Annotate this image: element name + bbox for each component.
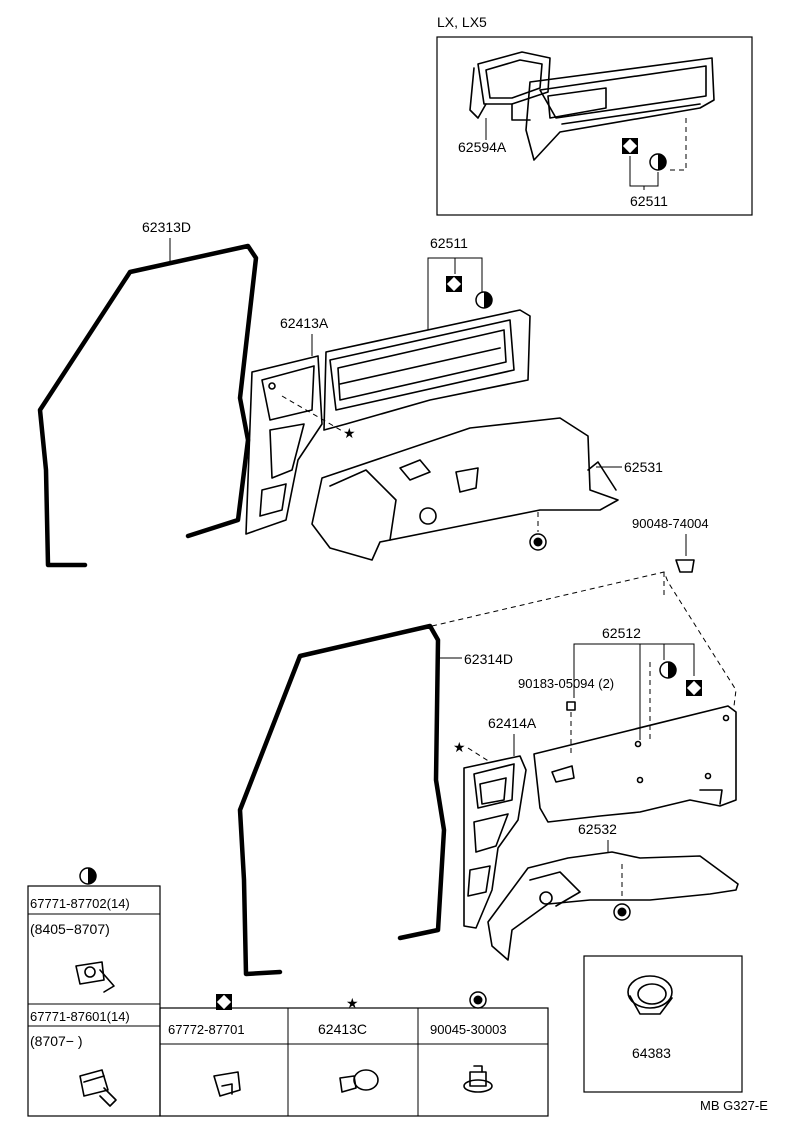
weatherstrip-62313d [37, 243, 259, 568]
bracket-62512 [573, 643, 695, 698]
inset-dash-leader [668, 118, 687, 171]
clip-90183 [566, 701, 576, 711]
pillar-trim-62413a [245, 355, 323, 535]
dash-outline-lower [431, 571, 737, 707]
star-symbol-upper: ★ [343, 425, 356, 441]
clip-67772-87701-icon [213, 1071, 241, 1097]
half-circle-symbol [649, 153, 667, 171]
wheelhouse-trim-62531 [311, 417, 619, 561]
inset-frame [436, 36, 753, 216]
diamond-square-symbol-3 [686, 680, 702, 696]
trim-panel-62511 [323, 309, 531, 431]
legend-star-part: 62413C [318, 1021, 367, 1037]
label-62313d: 62313D [142, 219, 191, 235]
half-circle-symbol-2 [475, 291, 493, 309]
label-62314d: 62314D [464, 651, 513, 667]
star-leader-upper [281, 395, 345, 433]
diamond-square-symbol [622, 138, 638, 154]
wheelhouse-trim-62532 [487, 851, 739, 961]
diamond-square-symbol-2 [446, 276, 462, 292]
label-62511: 62511 [430, 235, 468, 251]
label-62512: 62512 [602, 625, 641, 641]
legend-table: 67771-87702(14) (8405−8707) 67771-87601(… [27, 867, 549, 1117]
clip-62413c-icon [339, 1069, 379, 1093]
label-64383: 64383 [632, 1045, 671, 1061]
legend-diamond-part: 67772-87701 [168, 1022, 245, 1037]
legend-halfcircle-part-2: 67771-87601(14) [30, 1009, 130, 1024]
star-symbol-lower: ★ [453, 739, 466, 755]
legend-halfcircle-date-2: (8707− ) [30, 1033, 83, 1049]
label-62532: 62532 [578, 821, 617, 837]
clip-67771-87601-icon [79, 1069, 117, 1107]
grommet-box: 64383 [583, 955, 743, 1093]
target-symbol-upper [529, 533, 547, 551]
pillar-trim-62414a [463, 755, 527, 929]
inset-label-62594a: 62594A [458, 139, 507, 155]
inset-label-62511: 62511 [630, 193, 668, 209]
trim-panel-62512 [533, 705, 737, 823]
legend-halfcircle-date-1: (8405−8707) [30, 921, 110, 937]
vent-duct-62594a [469, 51, 551, 121]
clip-90045-30003-icon [463, 1065, 493, 1093]
inset-lx-lx5: LX, LX5 62594A 62511 [436, 14, 753, 216]
target-symbol-lower [613, 903, 631, 921]
legend-halfcircle-part-1: 67771-87702(14) [30, 896, 130, 911]
clip-90048 [675, 559, 695, 573]
weatherstrip-62314d [237, 623, 447, 977]
label-90183-05094: 90183-05094 (2) [518, 676, 614, 691]
half-circle-symbol-legend [79, 867, 97, 885]
half-circle-symbol-3 [659, 661, 677, 679]
grommet-64383-icon [627, 975, 673, 1015]
inset-title: LX, LX5 [437, 14, 487, 30]
label-62414a: 62414A [488, 715, 537, 731]
label-90048-74004: 90048-74004 [632, 516, 709, 531]
target-symbol-legend [469, 991, 487, 1009]
diamond-square-symbol-legend [216, 994, 232, 1010]
legend-target-part: 90045-30003 [430, 1022, 507, 1037]
label-62531: 62531 [624, 459, 663, 475]
diagram-code: MB G327-E [700, 1098, 768, 1113]
star-leader-lower [467, 747, 491, 763]
trim-panel-62511-inset [525, 57, 715, 161]
star-symbol-legend: ★ [346, 995, 359, 1011]
label-62413a: 62413A [280, 315, 329, 331]
clip-67771-87702-icon [75, 961, 115, 993]
